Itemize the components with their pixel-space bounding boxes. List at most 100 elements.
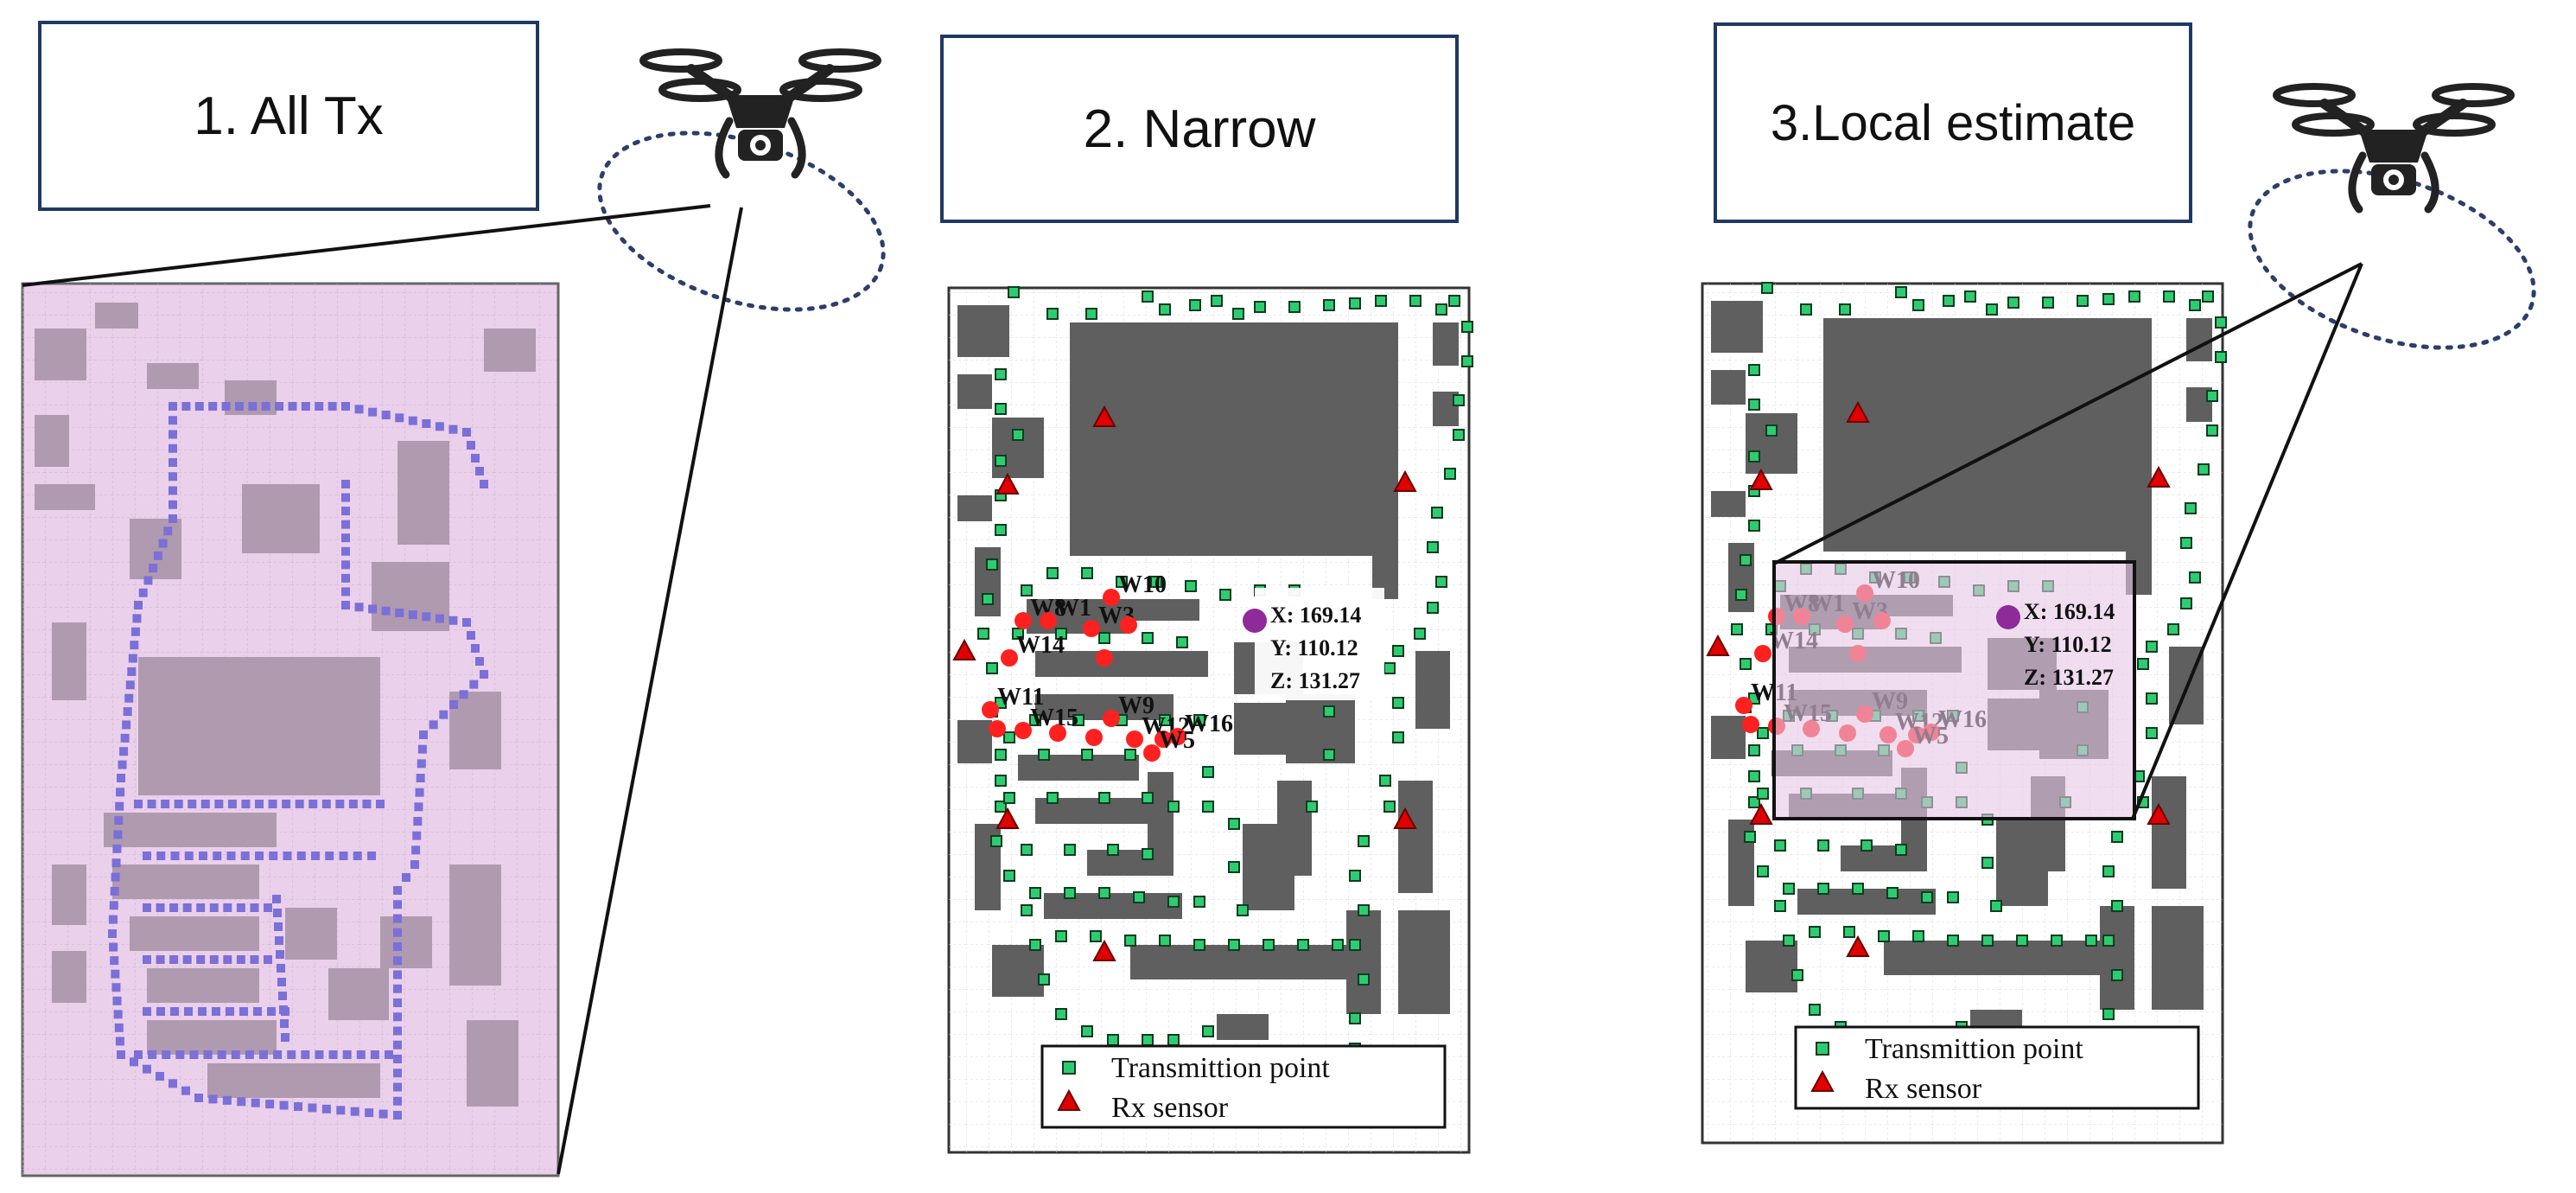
tx-point — [240, 852, 250, 860]
tx-point — [977, 628, 989, 640]
legend-rx-marker — [1810, 1069, 1835, 1092]
tx-point — [118, 760, 127, 769]
building — [957, 720, 992, 763]
tx-point — [393, 1082, 402, 1092]
tx-point — [393, 1012, 402, 1022]
tx-point — [214, 800, 224, 808]
tx-point — [1912, 930, 1924, 942]
tx-point — [169, 955, 179, 964]
tx-point — [410, 860, 419, 869]
tx-point — [130, 627, 140, 636]
tx-point — [1323, 749, 1335, 761]
tx-point — [2102, 865, 2115, 877]
waypoint-label: W11 — [997, 684, 1044, 711]
tx-point — [995, 455, 1007, 467]
tx-point — [1461, 321, 1473, 333]
tx-point — [1219, 589, 1231, 601]
tx-point — [462, 428, 471, 437]
tx-point — [1921, 891, 1933, 903]
tx-point — [1860, 839, 1873, 852]
tx-point — [341, 533, 350, 543]
tx-point — [169, 514, 177, 523]
tx-point — [1012, 429, 1024, 441]
tx-point — [1383, 801, 1396, 813]
tx-point — [117, 1050, 125, 1059]
drone-1-line-right — [557, 207, 743, 1175]
panel-2-coordinate-readout: X: 169.14Y: 110.12Z: 131.27 — [1243, 588, 1384, 700]
tx-point — [1444, 468, 1456, 480]
rx-sensor — [1846, 935, 1870, 957]
tx-point — [417, 759, 426, 769]
estimate-point — [1243, 609, 1267, 633]
tx-point — [335, 800, 345, 808]
tx-point — [279, 1100, 289, 1110]
tx-point — [1981, 935, 1994, 947]
tx-point — [280, 1019, 289, 1028]
tx-point — [1107, 844, 1119, 856]
tx-point — [1237, 904, 1249, 916]
tx-point — [1202, 1025, 1214, 1037]
tx-point — [255, 800, 264, 808]
tx-point — [1159, 935, 1171, 947]
tx-point — [1189, 299, 1201, 311]
tx-point — [1349, 1012, 1361, 1024]
tx-point — [156, 955, 165, 964]
building — [957, 305, 1009, 357]
panel-1-all-tx-points — [108, 402, 488, 1120]
readout-box — [1255, 588, 1384, 700]
tx-point — [462, 618, 471, 627]
tx-point — [1098, 632, 1110, 644]
tx-point — [169, 416, 177, 425]
tx-point — [147, 800, 156, 808]
waypoint-label: W1 — [1055, 595, 1091, 622]
tx-point — [184, 1007, 193, 1016]
tx-point — [182, 903, 192, 912]
tx-point — [2206, 390, 2218, 402]
tx-point — [995, 749, 1007, 761]
tx-point — [408, 610, 417, 620]
tx-point — [1392, 697, 1404, 709]
tx-point — [108, 929, 117, 938]
building — [957, 495, 992, 521]
tx-point — [1435, 303, 1447, 316]
building — [1243, 824, 1294, 910]
tx-point — [393, 928, 402, 937]
tx-point — [339, 852, 348, 860]
drone-2-line-right — [2131, 263, 2363, 820]
step-3-title: 3.Local estimate — [1770, 94, 2136, 151]
rx-sensor — [1749, 468, 1773, 490]
building — [2100, 906, 2134, 1010]
waypoint — [1049, 724, 1066, 742]
tx-point — [1046, 567, 1059, 579]
panel-3-rx-sensors — [1706, 400, 2171, 957]
tx-point — [367, 852, 376, 860]
tx-point — [251, 1098, 260, 1107]
tx-point — [395, 608, 404, 617]
tx-point — [111, 858, 121, 868]
tx-point — [422, 612, 431, 622]
tx-point — [1185, 580, 1197, 592]
tx-point — [234, 402, 244, 411]
tx-point — [1409, 295, 1422, 307]
tx-point — [2146, 641, 2158, 653]
tx-point — [341, 480, 350, 488]
tx-point — [2007, 297, 2019, 309]
tx-point — [1064, 887, 1076, 899]
tx-point — [1358, 904, 1370, 916]
step-1-title-box: 1. All Tx — [38, 21, 539, 211]
tx-point — [2042, 297, 2054, 309]
tx-point — [1167, 1034, 1180, 1046]
waypoint — [1103, 589, 1120, 606]
tx-point — [393, 900, 402, 909]
tx-point — [1021, 844, 1033, 856]
building — [35, 484, 95, 510]
tx-point — [123, 707, 132, 717]
tx-point — [1263, 939, 1275, 951]
tx-point — [986, 662, 998, 674]
rx-sensor — [995, 472, 1020, 494]
tx-point — [2198, 463, 2210, 475]
tx-point — [170, 1007, 179, 1016]
waypoint — [1120, 616, 1137, 634]
step-3-title-box: 3.Local estimate — [1714, 22, 2192, 223]
